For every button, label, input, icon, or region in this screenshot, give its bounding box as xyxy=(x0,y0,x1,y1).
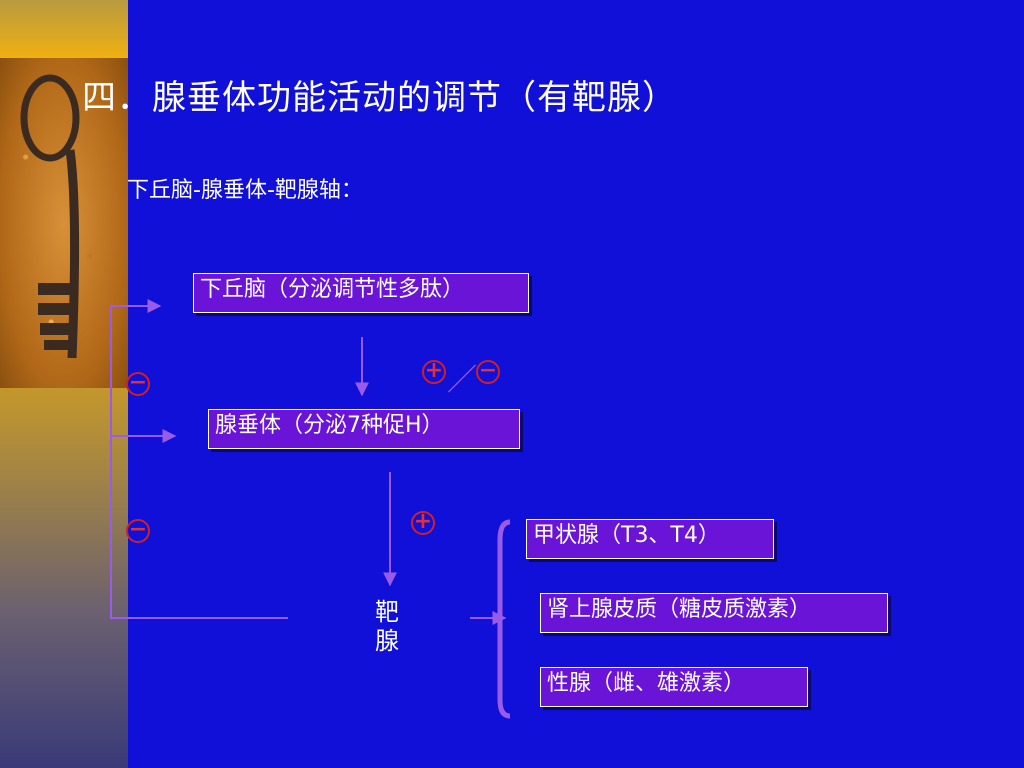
feedback-line xyxy=(110,299,288,619)
axis-subtitle: 下丘脑-腺垂体-靶腺轴： xyxy=(127,178,363,203)
page-title: 四．腺垂体功能活动的调节（有靶腺） xyxy=(82,78,677,118)
plus-sign-lower: + xyxy=(411,511,435,535)
key-photo xyxy=(0,58,128,388)
left-decor-top xyxy=(0,0,128,58)
feedback-minus-2: − xyxy=(126,519,150,543)
thyroid-box: 甲状腺（T3、T4） xyxy=(526,519,774,559)
target-gland-label: 靶腺 xyxy=(375,598,399,655)
plus-sign-upper: + xyxy=(422,360,446,384)
key-icon xyxy=(20,74,80,359)
gonad-box: 性腺（雌、雄激素） xyxy=(540,667,808,707)
gland-brace xyxy=(497,519,511,719)
hypothalamus-box: 下丘脑（分泌调节性多肽） xyxy=(193,273,529,313)
feedback-minus-1: − xyxy=(126,372,150,396)
adrenal-box: 肾上腺皮质（糖皮质激素） xyxy=(540,593,888,633)
pituitary-box: 腺垂体（分泌7种促H） xyxy=(208,409,520,449)
slash-separator: ／ xyxy=(447,363,477,398)
minus-sign-upper: − xyxy=(476,360,500,384)
